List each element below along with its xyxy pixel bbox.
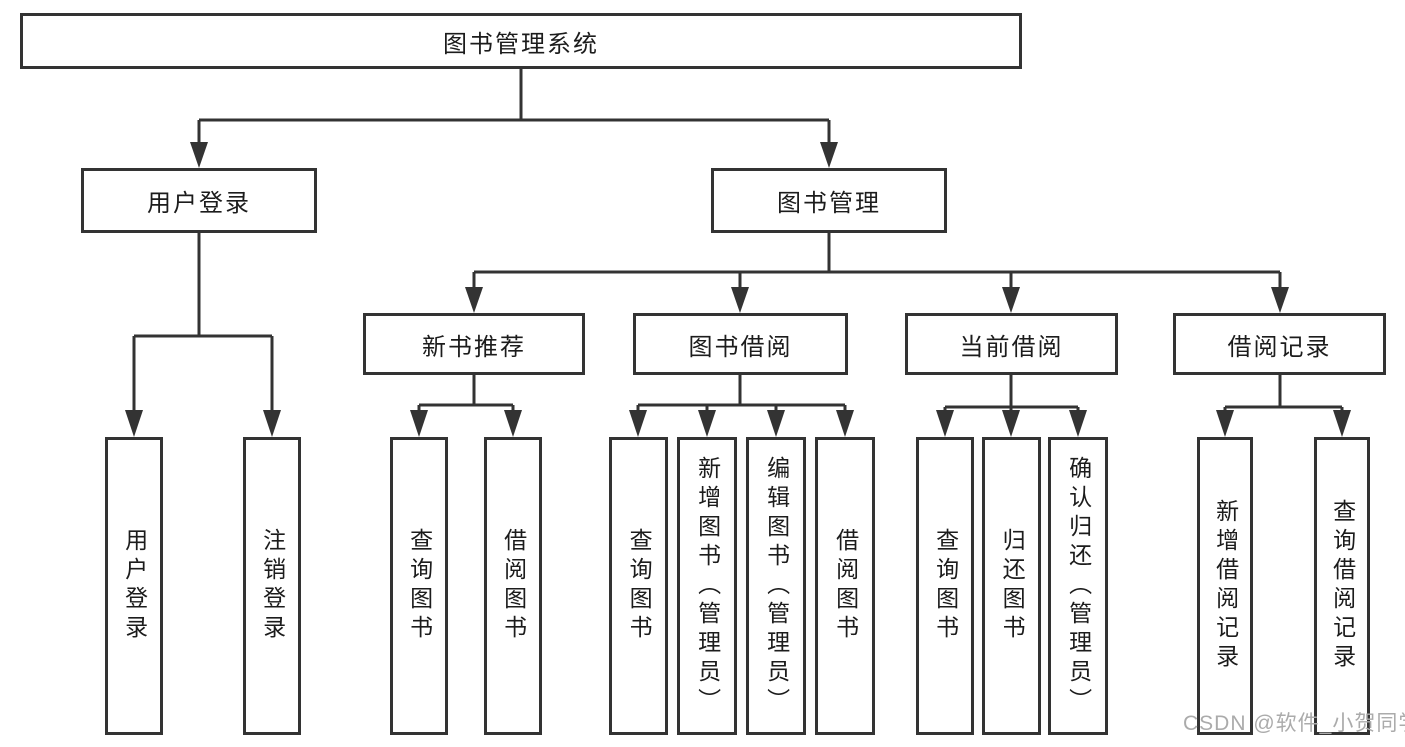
node-book-management-label: 图书管理 <box>777 190 881 217</box>
node-user-login: 用户登录 <box>81 168 317 233</box>
connector-book-mgmt-branch <box>472 232 1282 288</box>
leaf-borrow-books-1-label: 借阅图书 <box>500 528 527 644</box>
connector-root-to-level2 <box>197 69 831 144</box>
node-new-book-recommend: 新书推荐 <box>363 313 585 375</box>
arrowheads <box>125 142 1351 437</box>
node-borrowing-records-label: 借阅记录 <box>1227 333 1332 361</box>
leaf-add-borrow-record-label: 新增借阅记录 <box>1212 499 1239 673</box>
node-library-system-label: 图书管理系统 <box>443 30 599 58</box>
leaf-confirm-return-admin-label: 确认归还（管理员） <box>1065 455 1092 717</box>
leaf-add-books-admin-label: 新增图书（管理员） <box>694 455 721 717</box>
leaf-query-borrow-record: 查询借阅记录 <box>1314 437 1370 735</box>
connector-current-borrow-branch <box>943 375 1080 412</box>
leaf-add-books-admin: 新增图书（管理员） <box>677 437 737 735</box>
leaf-borrow-books-2: 借阅图书 <box>815 437 875 735</box>
leaf-query-books-1-label: 查询图书 <box>406 528 433 644</box>
csdn-watermark: CSDN @软件_小贺同学 <box>1183 712 1405 735</box>
connector-user-login-branch <box>132 233 274 412</box>
leaf-query-books-3: 查询图书 <box>916 437 974 735</box>
node-book-borrowing: 图书借阅 <box>633 313 848 375</box>
leaf-edit-books-admin-label: 编辑图书（管理员） <box>763 455 790 717</box>
leaf-user-login: 用户登录 <box>105 437 163 735</box>
leaf-confirm-return-admin: 确认归还（管理员） <box>1048 437 1108 735</box>
leaf-query-books-3-label: 查询图书 <box>932 528 959 644</box>
leaf-return-books: 归还图书 <box>982 437 1041 735</box>
leaf-query-books-1: 查询图书 <box>390 437 448 735</box>
leaf-borrow-books-2-label: 借阅图书 <box>832 528 859 644</box>
node-borrowing-records: 借阅记录 <box>1173 313 1386 375</box>
connector-borrow-records-branch <box>1223 375 1344 412</box>
connector-book-borrow-branch <box>636 375 847 412</box>
leaf-user-login-label: 用户登录 <box>121 528 148 644</box>
node-current-borrowing-label: 当前借阅 <box>959 333 1064 361</box>
node-library-system: 图书管理系统 <box>20 13 1022 69</box>
leaf-logout-label: 注销登录 <box>259 528 286 644</box>
leaf-borrow-books-1: 借阅图书 <box>484 437 542 735</box>
node-current-borrowing: 当前借阅 <box>905 313 1118 375</box>
leaf-add-borrow-record: 新增借阅记录 <box>1197 437 1253 735</box>
node-user-login-label: 用户登录 <box>147 190 251 217</box>
leaf-logout: 注销登录 <box>243 437 301 735</box>
connector-new-books-branch <box>417 375 515 412</box>
leaf-return-books-label: 归还图书 <box>999 528 1026 644</box>
leaf-query-books-2: 查询图书 <box>609 437 668 735</box>
leaf-query-books-2-label: 查询图书 <box>626 528 653 644</box>
node-new-book-recommend-label: 新书推荐 <box>422 333 526 361</box>
node-book-management: 图书管理 <box>711 168 947 233</box>
leaf-edit-books-admin: 编辑图书（管理员） <box>746 437 806 735</box>
node-book-borrowing-label: 图书借阅 <box>688 333 793 361</box>
leaf-query-borrow-record-label: 查询借阅记录 <box>1329 499 1356 673</box>
